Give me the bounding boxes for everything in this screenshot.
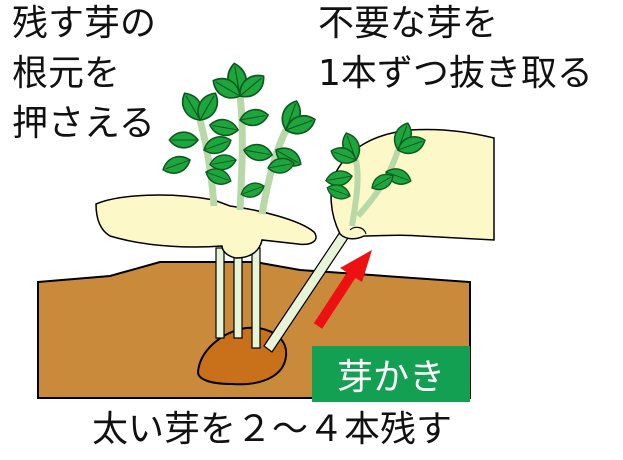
hold-base-label: 残す芽の 根元を 押さえる xyxy=(12,6,156,156)
left-hand xyxy=(95,194,317,259)
hold-base-label-line-2: 根元を xyxy=(12,53,121,94)
remove-sprout-label-line-1: 不要な芽を xyxy=(318,3,499,44)
hold-base-label-line-1: 残す芽の xyxy=(12,3,157,44)
remove-sprout-label: 不要な芽を 1本ずつ抜き取る xyxy=(318,6,593,106)
remove-sprout-label-line-2: 1本ずつ抜き取る xyxy=(318,53,593,94)
caption: 太い芽を２～４本残す xyxy=(92,409,453,450)
hold-base-label-line-3: 押さえる xyxy=(12,103,155,144)
kept-stems xyxy=(215,247,261,349)
sprout-thinning-badge: 芽かき xyxy=(312,346,470,402)
red-up-right-arrow-icon xyxy=(313,250,372,329)
